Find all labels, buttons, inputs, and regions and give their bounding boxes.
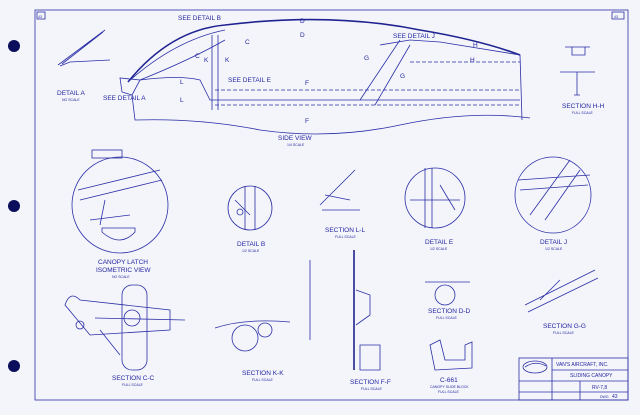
section-marker: L <box>180 79 184 86</box>
see-detail-b-label: SEE DETAIL B <box>178 15 221 22</box>
punch-hole <box>8 200 20 212</box>
detail-b-title: DETAIL B <box>237 241 265 248</box>
page-number-right: 43 <box>614 15 618 19</box>
see-detail-j-label: SEE DETAIL J <box>393 33 435 40</box>
c-661-title: C-661 <box>440 377 458 384</box>
detail-a-title: DETAIL A <box>57 90 85 97</box>
section-marker: K <box>204 57 209 64</box>
section-marker: H <box>470 57 475 64</box>
section-c-c: SECTION C-C FULL SCALE <box>64 284 186 387</box>
section-marker: C <box>245 39 250 46</box>
section-d-d-scale: FULL SCALE <box>436 316 458 320</box>
section-h-h-title: SECTION H-H <box>562 103 605 110</box>
section-marker: F <box>305 80 309 87</box>
section-k-k-title: SECTION K-K <box>242 370 284 377</box>
section-l-l: SECTION L-L FULL SCALE <box>319 169 365 239</box>
section-marker: K <box>225 57 230 64</box>
section-marker: F <box>305 118 309 125</box>
see-detail-e-label: SEE DETAIL E <box>228 77 272 84</box>
section-h-h-scale: FULL SCALE <box>572 111 594 115</box>
section-marker: D <box>300 18 305 25</box>
section-d-d: SECTION D-D FULL SCALE <box>425 281 471 320</box>
detail-e-title: DETAIL E <box>425 239 454 246</box>
section-marker: D <box>300 32 305 39</box>
punch-hole <box>8 40 20 52</box>
section-g-g: SECTION G-G FULL SCALE <box>524 269 599 335</box>
section-c-c-title: SECTION C-C <box>112 375 155 382</box>
page-number-box <box>36 11 46 20</box>
section-marker: G <box>364 55 369 62</box>
section-marker: H <box>473 42 478 49</box>
sheet-border <box>34 9 629 401</box>
canopy-latch-view: CANOPY LATCH ISOMETRIC VIEW NO SCALE <box>71 149 169 279</box>
page-number-left: 43 <box>38 15 42 19</box>
detail-a: DETAIL A NO SCALE <box>57 29 111 102</box>
section-marker: L <box>180 97 184 104</box>
drawing-title: SLIDING CANOPY <box>570 373 613 379</box>
dwg-label: DWG <box>600 395 609 399</box>
section-g-g-scale: FULL SCALE <box>553 331 575 335</box>
c-661-scale: FULL SCALE <box>438 390 460 394</box>
canopy-latch-scale: NO SCALE <box>112 275 130 279</box>
detail-a-scale: NO SCALE <box>62 98 80 102</box>
canopy-latch-subtitle: ISOMETRIC VIEW <box>96 267 151 274</box>
title-block: VAN'S AIRCRAFT, INC. SLIDING CANOPY RV-7… <box>518 357 629 401</box>
section-c-c-scale: FULL SCALE <box>122 383 144 387</box>
detail-j: DETAIL J 1/2 SCALE <box>514 156 592 251</box>
c-661-subtitle: CANOPY SLIDE BLOCK <box>430 385 469 389</box>
vans-logo <box>522 360 548 374</box>
section-l-l-scale: FULL SCALE <box>335 235 357 239</box>
detail-j-scale: 1/2 SCALE <box>545 247 563 251</box>
section-f-f-title: SECTION F-F <box>350 379 391 386</box>
model-number: RV-7,8 <box>592 385 607 391</box>
section-h-h: SECTION H-H FULL SCALE <box>560 46 605 115</box>
section-g-g-title: SECTION G-G <box>543 323 586 330</box>
section-l-l-title: SECTION L-L <box>325 227 365 234</box>
company-name: VAN'S AIRCRAFT, INC. <box>556 362 609 368</box>
c-661-slide-block: C-661 CANOPY SLIDE BLOCK FULL SCALE <box>429 339 473 394</box>
section-d-d-title: SECTION D-D <box>428 308 471 315</box>
section-marker: G <box>400 73 405 80</box>
punch-hole <box>8 360 20 372</box>
section-f-f: SECTION F-F FULL SCALE <box>309 250 391 391</box>
side-view-title: SIDE VIEW <box>278 135 312 142</box>
detail-e: DETAIL E 1/2 SCALE <box>404 167 466 251</box>
detail-b: DETAIL B 1/2 SCALE <box>227 185 273 253</box>
section-k-k-scale: FULL SCALE <box>252 378 274 382</box>
section-k-k: SECTION K-K FULL SCALE <box>214 320 291 382</box>
side-view: SEE DETAIL B SEE DETAIL E SEE DETAIL A S… <box>103 15 531 147</box>
dwg-number: 43 <box>612 394 618 400</box>
page-number-box <box>611 11 625 20</box>
detail-j-title: DETAIL J <box>540 239 567 246</box>
side-view-scale: 1/4 SCALE <box>287 143 305 147</box>
detail-b-scale: 1/2 SCALE <box>242 249 260 253</box>
see-detail-a-label: SEE DETAIL A <box>103 95 146 102</box>
detail-e-scale: 1/2 SCALE <box>430 247 448 251</box>
canopy-latch-title: CANOPY LATCH <box>98 259 148 266</box>
section-marker: C <box>195 53 200 60</box>
section-f-f-scale: FULL SCALE <box>361 387 383 391</box>
